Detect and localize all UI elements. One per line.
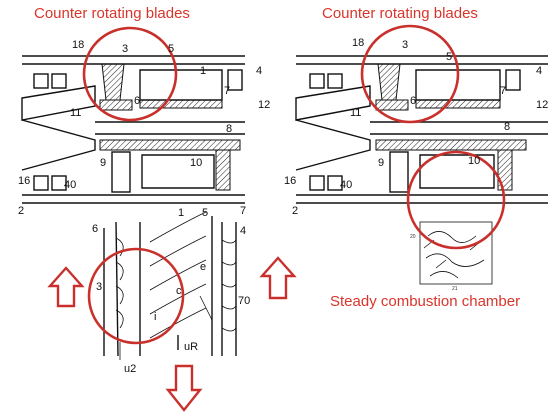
left-label-2: 2 (18, 205, 24, 217)
left-label-16: 16 (18, 175, 30, 187)
cascade-label-5: 5 (202, 207, 208, 219)
right-label-5: 5 (446, 51, 452, 63)
right-label-7: 7 (500, 85, 506, 97)
right-label-9: 9 (378, 157, 384, 169)
cascade-label-3: 3 (96, 281, 102, 293)
left-label-7: 7 (224, 85, 230, 97)
left-turbine-schematic (21, 55, 245, 204)
left-label-10: 10 (190, 157, 202, 169)
left-label-8: 8 (226, 123, 232, 135)
bottom-right-caption: Steady combustion chamber (330, 293, 520, 310)
cascade-label-6: 6 (92, 223, 98, 235)
left-label-40: 40 (64, 179, 76, 191)
cascade-label-1: 1 (178, 207, 184, 219)
right-label-16: 16 (284, 175, 296, 187)
combustion-chamber-highlight-circle (406, 150, 506, 250)
right-label-4: 4 (536, 65, 542, 77)
thumbnail-label-left: 20 (410, 234, 416, 240)
up-arrow-right-icon (259, 256, 297, 300)
cascade-label-c: c (176, 285, 182, 297)
left-label-18: 18 (72, 39, 84, 51)
cascade-label-u2: u2 (124, 363, 136, 375)
right-label-11: 11 (350, 107, 361, 119)
right-caption: Counter rotating blades (322, 5, 478, 22)
cascade-label-70: 70 (238, 295, 250, 307)
right-label-8: 8 (504, 121, 510, 133)
cascade-label-7: 7 (240, 205, 246, 217)
left-label-9: 9 (100, 157, 106, 169)
cascade-label-4: 4 (240, 225, 246, 237)
right-label-18: 18 (352, 37, 364, 49)
right-label-12: 12 (536, 99, 548, 111)
left-blades-highlight-circle (82, 26, 178, 122)
thumbnail-label-bottom: 21 (452, 286, 458, 292)
left-label-1: 1 (200, 65, 206, 77)
right-label-3: 3 (402, 39, 408, 51)
blade-cascade-detail (103, 211, 237, 360)
cascade-label-uR: uR (184, 341, 198, 353)
right-label-40: 40 (340, 179, 352, 191)
left-label-11: 11 (70, 107, 81, 119)
cascade-highlight-circle (87, 247, 185, 345)
up-arrow-left-icon (47, 266, 85, 308)
left-label-6: 6 (134, 95, 140, 107)
left-label-5: 5 (168, 43, 174, 55)
left-label-3: 3 (122, 43, 128, 55)
right-label-6: 6 (410, 95, 416, 107)
down-arrow-icon (165, 364, 203, 412)
right-turbine-schematic (295, 55, 548, 204)
left-label-12: 12 (258, 99, 270, 111)
left-caption: Counter rotating blades (34, 5, 190, 22)
right-label-10: 10 (468, 155, 480, 167)
right-blades-highlight-circle (360, 24, 460, 124)
cascade-label-e: e (200, 261, 206, 273)
cascade-label-i: i (154, 311, 156, 323)
right-label-2: 2 (292, 205, 298, 217)
left-label-4: 4 (256, 65, 262, 77)
